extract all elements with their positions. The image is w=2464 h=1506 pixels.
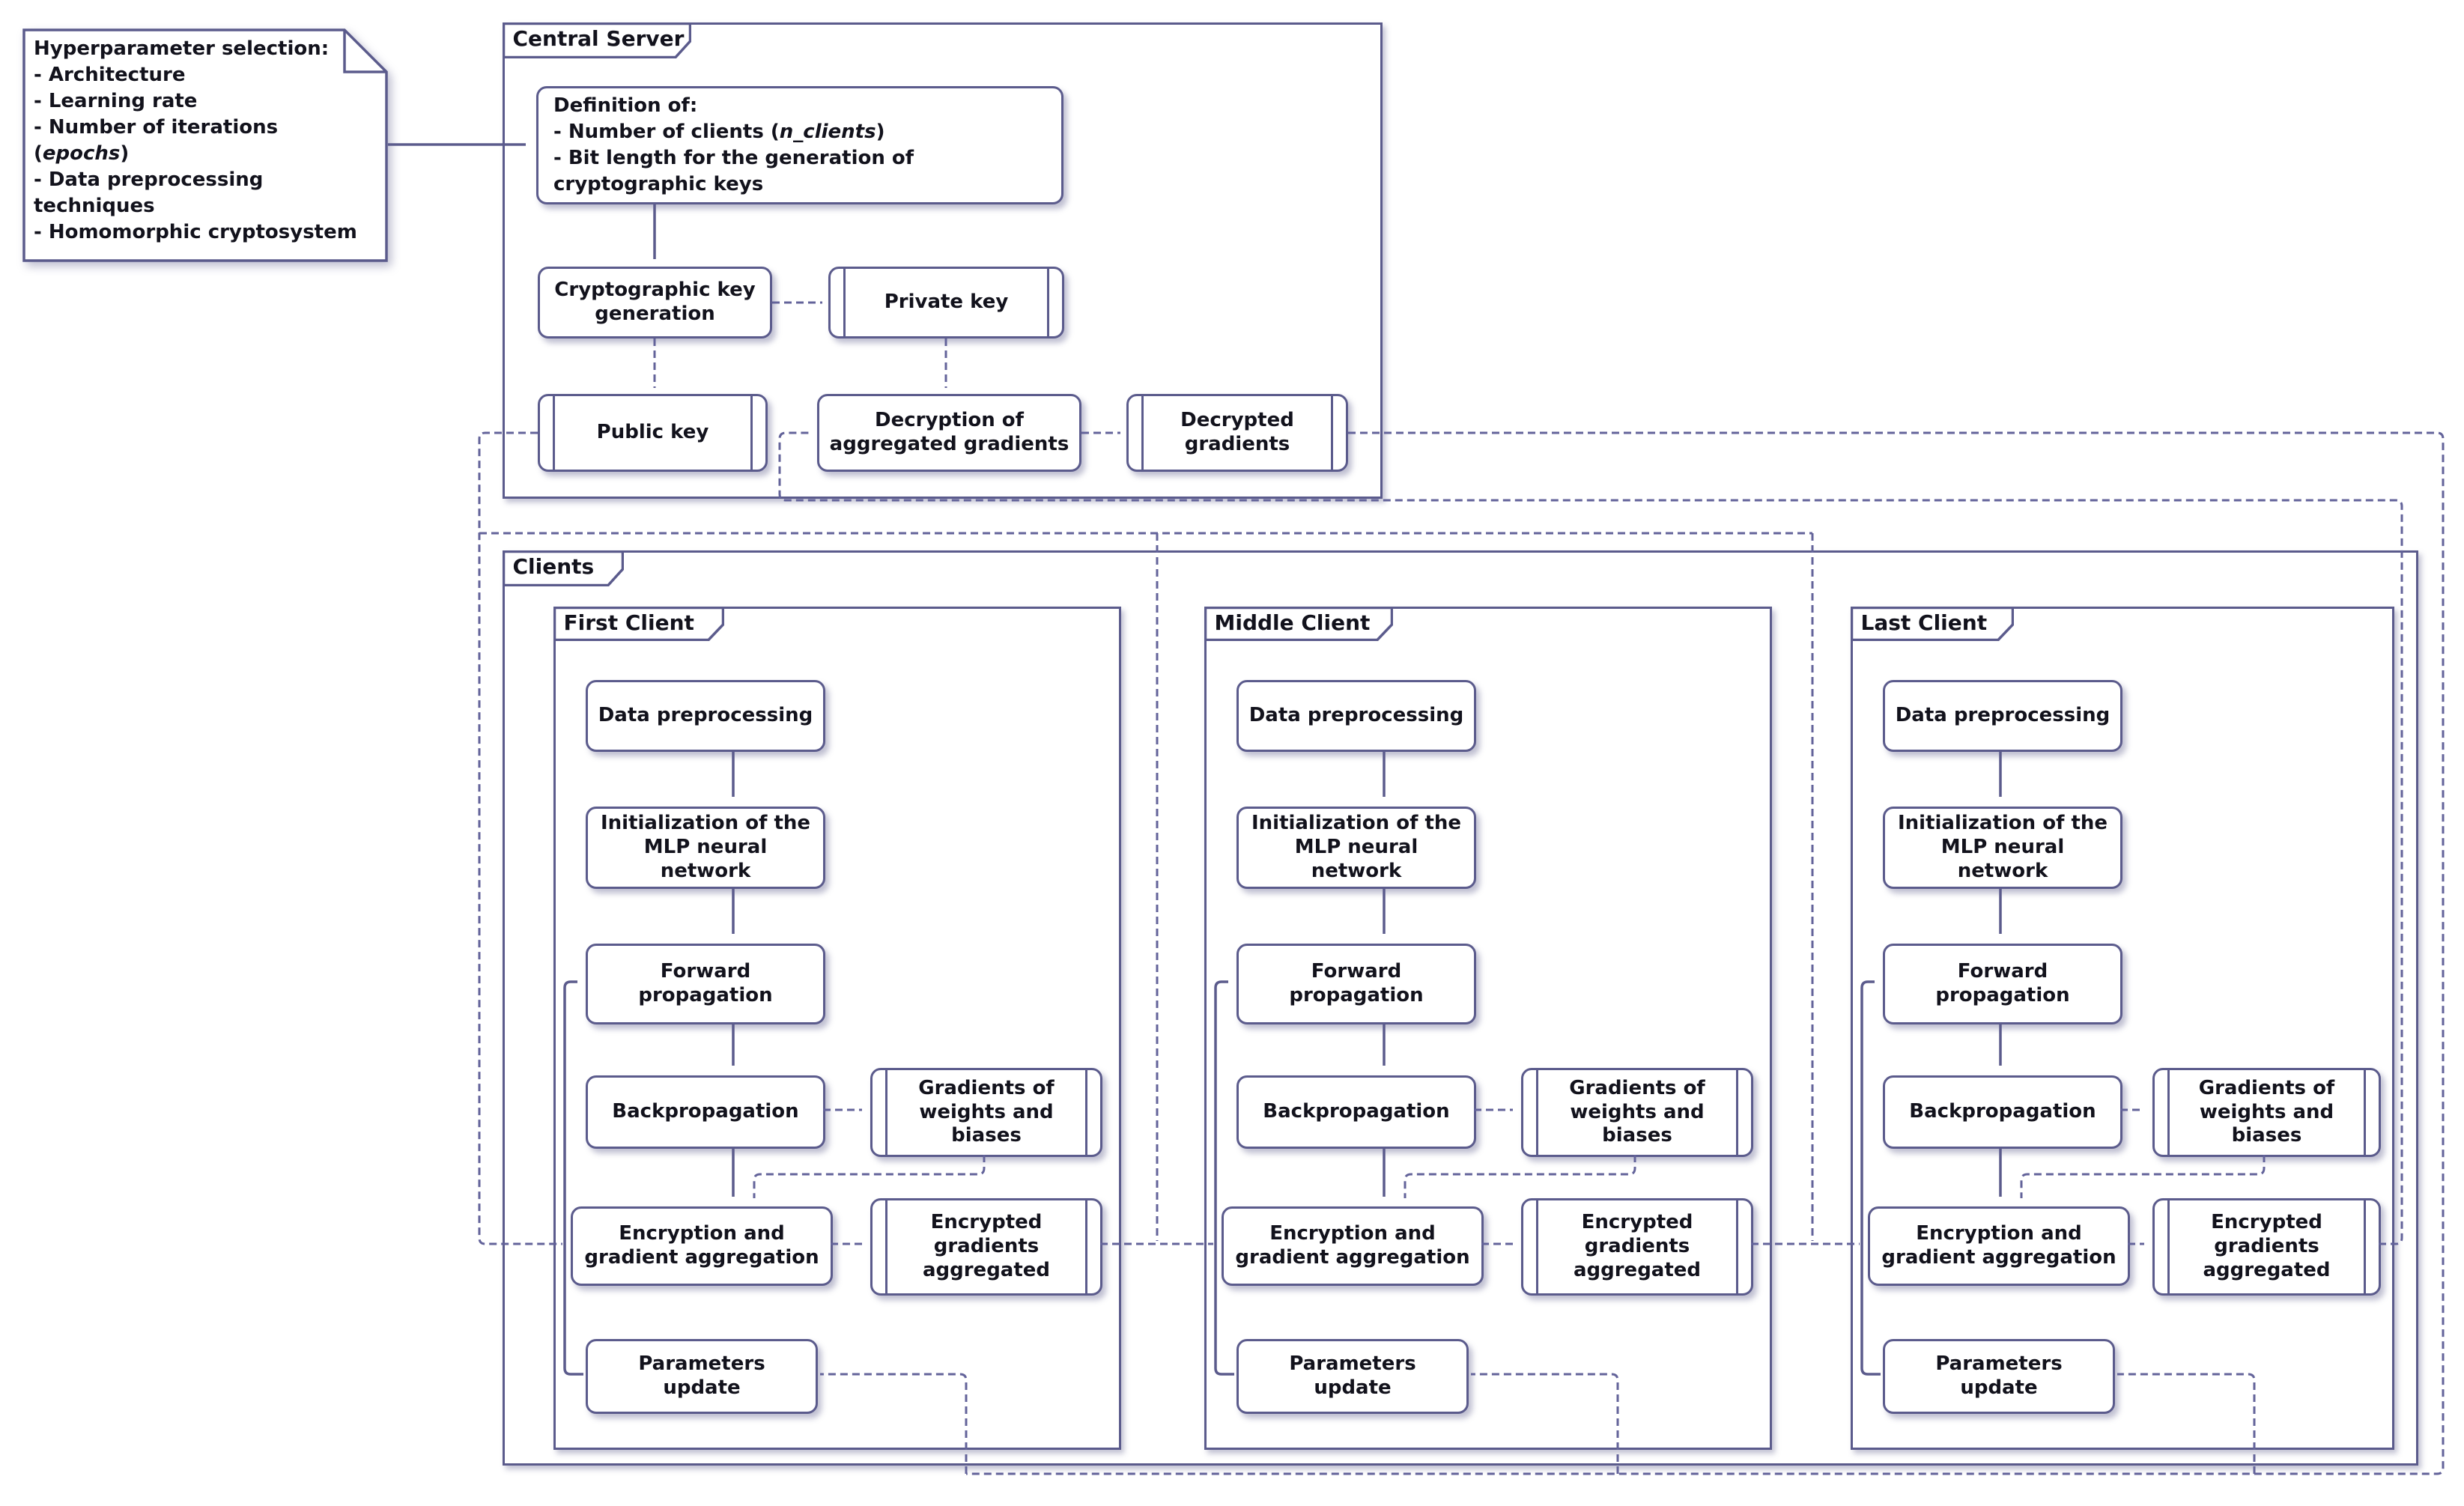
middle-client-frame: Middle Client Data preprocessing Initial… xyxy=(1204,606,1772,1450)
gradients-box: Gradients of weights and biases xyxy=(1521,1068,1753,1157)
definition-line: - Bit length for the generation of xyxy=(553,147,914,169)
middle-client-label: Middle Client xyxy=(1214,610,1371,635)
forward-propagation-box: Forward propagation xyxy=(1236,944,1476,1024)
gradients-box: Gradients of weights and biases xyxy=(2152,1068,2381,1157)
clients-tab: Clients xyxy=(502,550,624,586)
data-preprocessing-box: Data preprocessing xyxy=(1236,680,1476,752)
forward-propagation-box: Forward propagation xyxy=(586,944,825,1024)
definition-line: Definition of: xyxy=(553,94,698,117)
note-shape-icon xyxy=(22,28,388,262)
decryption-box: Decryption of aggregated gradients xyxy=(817,394,1081,472)
first-client-frame: First Client Data preprocessing Initiali… xyxy=(553,606,1121,1450)
last-client-tab: Last Client xyxy=(1850,606,2014,641)
definition-line: - Number of clients (n_clients) xyxy=(553,121,885,143)
data-preprocessing-box: Data preprocessing xyxy=(586,680,825,752)
backpropagation-box: Backpropagation xyxy=(586,1075,825,1149)
central-server-tab: Central Server xyxy=(502,22,691,58)
gradients-box: Gradients of weights and biases xyxy=(870,1068,1102,1157)
data-preprocessing-box: Data preprocessing xyxy=(1883,680,2122,752)
public-key-box: Public key xyxy=(538,394,768,472)
decrypted-gradients-box: Decrypted gradients xyxy=(1126,394,1348,472)
definition-line: cryptographic keys xyxy=(553,173,764,195)
definition-text: Definition of: - Number of clients (n_cl… xyxy=(553,93,914,198)
clients-label: Clients xyxy=(512,553,595,579)
forward-propagation-box: Forward propagation xyxy=(1883,944,2122,1024)
note-item: - Homomorphic cryptosystem xyxy=(34,221,357,243)
encrypted-gradients-box: Encrypted gradients aggregated xyxy=(2152,1198,2381,1296)
private-key-box: Private key xyxy=(828,267,1064,338)
encryption-box: Encryption and gradient aggregation xyxy=(571,1206,833,1286)
note-text: Hyperparameter selection: - Architecture… xyxy=(34,36,377,246)
central-server-label: Central Server xyxy=(512,25,685,51)
frame-tab-icon xyxy=(502,22,691,58)
backpropagation-box: Backpropagation xyxy=(1883,1075,2122,1149)
note-title: Hyperparameter selection: xyxy=(34,37,330,60)
initialization-box: Initialization of the MLP neural network xyxy=(586,807,825,889)
encrypted-gradients-box: Encrypted gradients aggregated xyxy=(1521,1198,1753,1296)
note-item: - Learning rate xyxy=(34,90,198,112)
initialization-box: Initialization of the MLP neural network xyxy=(1236,807,1476,889)
keygen-box: Cryptographic key generation xyxy=(538,267,772,338)
note-item: - Architecture xyxy=(34,64,186,86)
initialization-box: Initialization of the MLP neural network xyxy=(1883,807,2122,889)
backpropagation-box: Backpropagation xyxy=(1236,1075,1476,1149)
first-client-label: First Client xyxy=(563,610,694,635)
hyperparameter-note: Hyperparameter selection: - Architecture… xyxy=(22,28,388,262)
parameters-update-box: Parameters update xyxy=(586,1339,818,1414)
note-item: - Data preprocessing techniques xyxy=(34,168,264,217)
encryption-box: Encryption and gradient aggregation xyxy=(1222,1206,1484,1286)
first-client-tab: First Client xyxy=(553,606,724,641)
encrypted-gradients-box: Encrypted gradients aggregated xyxy=(870,1198,1102,1296)
note-item: - Number of iterations (epochs) xyxy=(34,116,279,165)
last-client-frame: Last Client Data preprocessing Initializ… xyxy=(1850,606,2394,1450)
encryption-box: Encryption and gradient aggregation xyxy=(1868,1206,2130,1286)
middle-client-tab: Middle Client xyxy=(1204,606,1393,641)
parameters-update-box: Parameters update xyxy=(1883,1339,2115,1414)
definition-box: Definition of: - Number of clients (n_cl… xyxy=(536,86,1063,204)
parameters-update-box: Parameters update xyxy=(1236,1339,1469,1414)
last-client-label: Last Client xyxy=(1860,610,1988,635)
